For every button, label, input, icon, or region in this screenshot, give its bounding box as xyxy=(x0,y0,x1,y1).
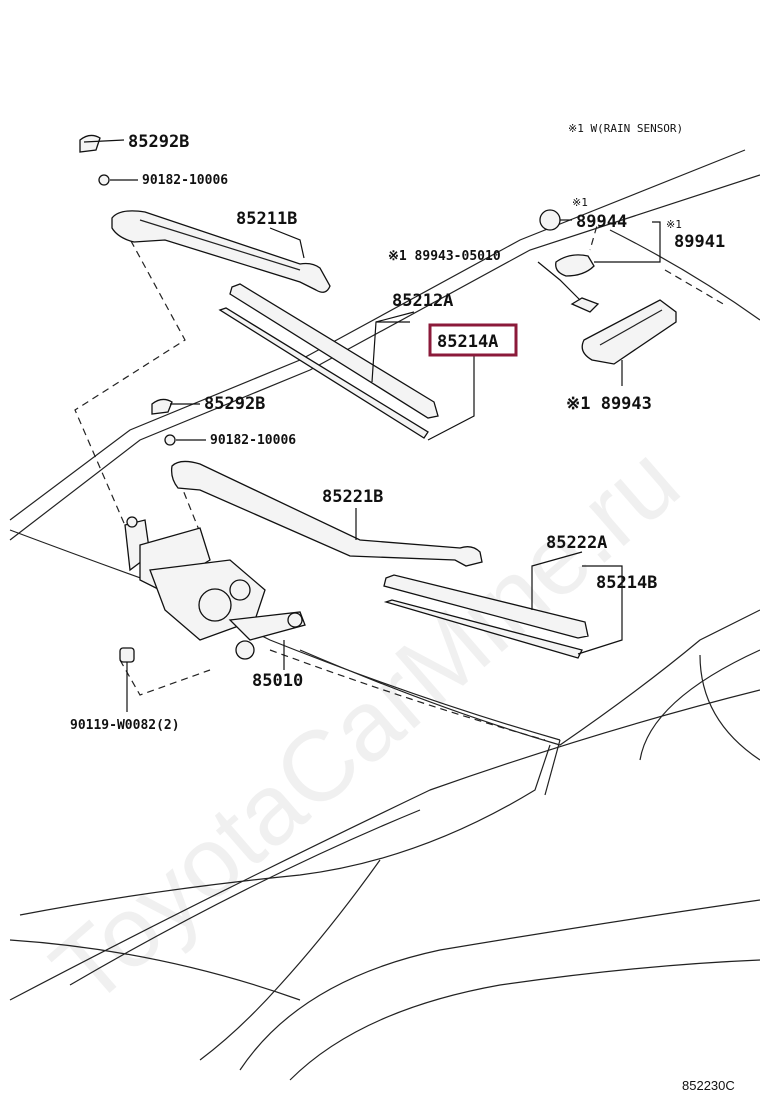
blade-rubber-85214a xyxy=(218,307,429,439)
mark-89944: ※1 xyxy=(572,196,588,209)
rain-sensor-89941 xyxy=(555,254,595,277)
label-85211b[interactable]: 85211B xyxy=(236,209,297,229)
mark-89941: ※1 xyxy=(666,218,682,231)
clip-89943-05010 xyxy=(570,297,600,313)
label-85292b-mid[interactable]: 85292B xyxy=(204,394,265,414)
cap-85292b-mid xyxy=(151,398,173,415)
label-89943-05010[interactable]: ※1 89943-05010 xyxy=(388,249,501,264)
blade-rubber-85214b xyxy=(383,599,583,659)
label-90182-top[interactable]: 90182-10006 xyxy=(142,173,228,188)
label-85222a[interactable]: 85222A xyxy=(546,533,607,553)
label-85212a[interactable]: 85212A xyxy=(392,291,453,311)
bracket-89943 xyxy=(581,299,677,365)
leader-lines xyxy=(83,139,661,712)
label-90119[interactable]: 90119-W0082(2) xyxy=(70,718,180,733)
label-85214a[interactable]: 85214A xyxy=(437,332,498,352)
wiper-motor-linkage-85010 xyxy=(124,516,306,660)
sensor-cover-89944 xyxy=(539,209,561,231)
wiper-arm-85221b xyxy=(170,460,483,567)
nut-90182-top xyxy=(98,174,110,186)
label-85292b-top[interactable]: 85292B xyxy=(128,132,189,152)
label-89943[interactable]: ※1 89943 xyxy=(566,394,652,414)
label-89941[interactable]: 89941 xyxy=(674,232,725,252)
highlight-box-85214a xyxy=(428,323,518,357)
label-85010[interactable]: 85010 xyxy=(252,671,303,691)
label-89944[interactable]: 89944 xyxy=(576,212,627,232)
bolt-90119 xyxy=(119,647,135,680)
vehicle-body-outline xyxy=(9,149,760,1081)
label-90182-mid[interactable]: 90182-10006 xyxy=(210,433,296,448)
note-rain-sensor: ※1 W(RAIN SENSOR) xyxy=(568,122,683,135)
cap-85292b-top xyxy=(79,134,101,153)
label-85214b[interactable]: 85214B xyxy=(596,573,657,593)
wiper-blade-85222a xyxy=(383,574,589,639)
label-85221b[interactable]: 85221B xyxy=(322,487,383,507)
wiper-arm-85211b xyxy=(111,210,331,293)
nut-90182-mid xyxy=(164,434,176,446)
wiper-blade-85212a xyxy=(229,283,439,419)
diagram-code: 852230C xyxy=(682,1078,735,1093)
